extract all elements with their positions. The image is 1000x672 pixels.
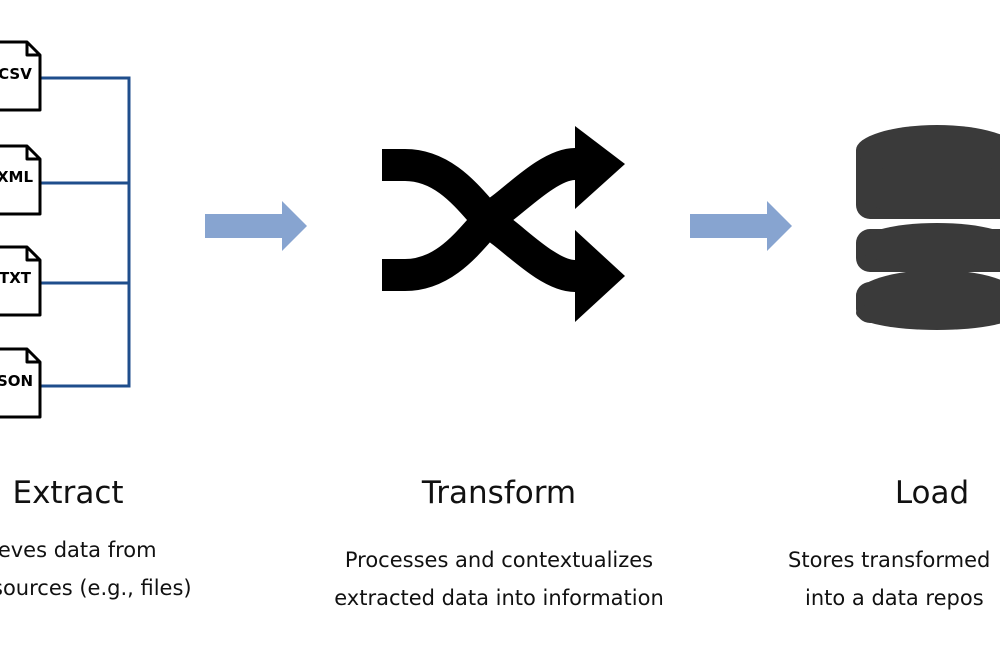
file-icon: CSV bbox=[0, 40, 42, 112]
transform-description: Processes and contextualizes extracted d… bbox=[334, 541, 664, 617]
transform-title: Transform bbox=[421, 475, 577, 511]
load-description-line: into a data repos bbox=[805, 586, 984, 610]
load-title: Load bbox=[894, 475, 970, 511]
file-label-txt: TXT bbox=[0, 269, 32, 287]
database-icon bbox=[856, 125, 1000, 330]
load-description: Stores transformed into a data repos bbox=[788, 541, 990, 617]
shuffle-icon bbox=[382, 126, 625, 322]
load-description-line: Stores transformed bbox=[788, 548, 991, 572]
transform-description-line: Processes and contextualizes bbox=[344, 548, 654, 572]
file-label-json: SON bbox=[0, 372, 33, 390]
file-icon: SON bbox=[0, 347, 42, 419]
transform-description-line: extracted data into information bbox=[334, 586, 664, 610]
flow-arrow-icon bbox=[690, 201, 792, 251]
extract-description: ieves data from sources (e.g., files) bbox=[0, 531, 192, 607]
extract-description-line: sources (e.g., files) bbox=[0, 576, 192, 600]
extract-description-line: ieves data from bbox=[0, 538, 157, 562]
file-label-xml: XML bbox=[0, 168, 33, 186]
file-connectors bbox=[40, 76, 131, 388]
flow-arrow-icon bbox=[205, 201, 307, 251]
file-label-csv: CSV bbox=[0, 65, 32, 83]
file-icon: XML bbox=[0, 144, 42, 216]
file-icon: TXT bbox=[0, 245, 42, 317]
extract-title: Extract bbox=[12, 475, 124, 511]
